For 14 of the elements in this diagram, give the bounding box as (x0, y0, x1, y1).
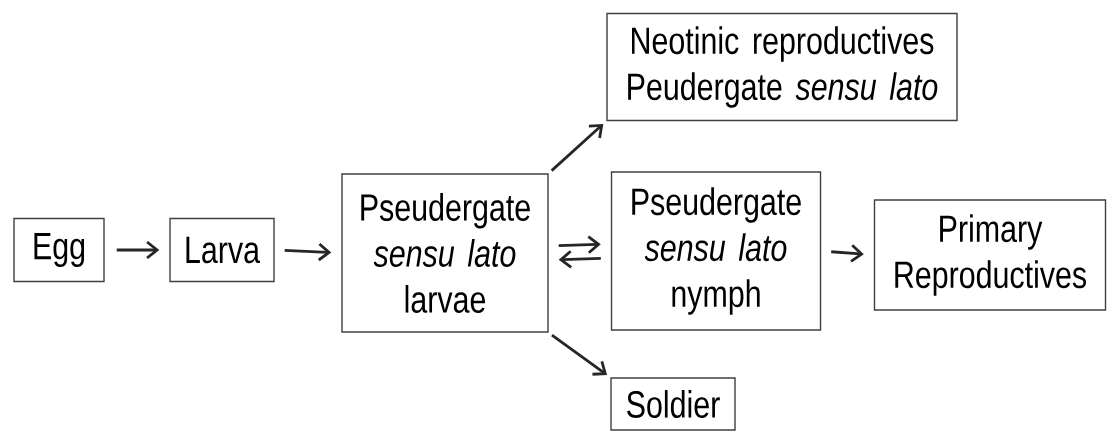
arrow (284, 242, 332, 262)
arrow (831, 244, 864, 263)
process-box: Primary Reproductives (873, 199, 1107, 311)
process-box: Soldier (610, 377, 736, 431)
arrow (558, 250, 601, 269)
process-box: Larva (169, 217, 275, 283)
process-box: Egg (13, 217, 105, 283)
arrow (551, 333, 608, 376)
process-box: Pseudergate sensu lato larvae (341, 173, 549, 333)
arrow (116, 240, 160, 260)
process-box: Neotinic reproductives Peudergate sensu lato (606, 12, 958, 122)
arrow (558, 235, 601, 254)
process-box: Pseudergate sensu lato nymph (610, 171, 822, 331)
arrow (550, 123, 604, 172)
